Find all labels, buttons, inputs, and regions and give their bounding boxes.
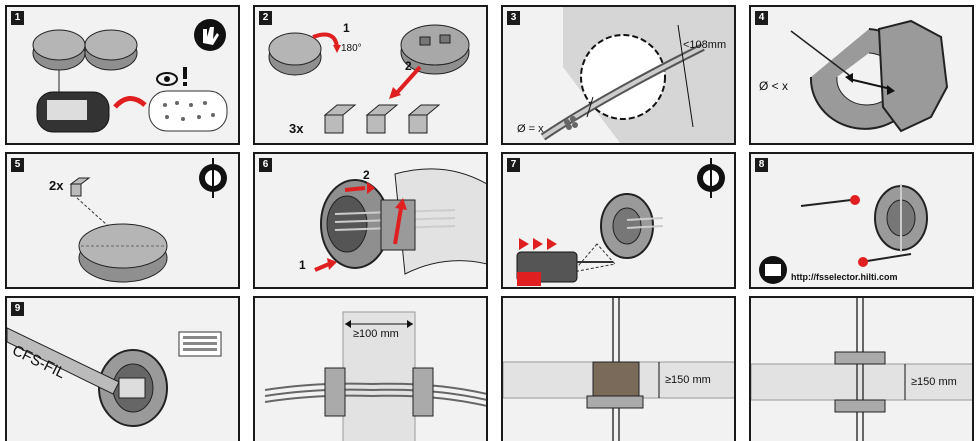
step-number: 2 [259,11,272,25]
diameter-label: Ø = x [517,123,544,135]
step-3-illustration [540,7,734,143]
floor-dimension-label: ≥150 mm [665,374,711,386]
step-5-panel: 5 2x [5,152,240,289]
step-5-illustration [69,158,227,283]
floor-dimension-label: ≥150 mm [911,376,957,388]
url-label: http://fsselector.hilti.com [791,272,898,282]
remove-step-label: 2 [405,59,412,73]
rotate-step-label: 1 [343,21,350,35]
wall-dimension-label: ≥100 mm [353,328,399,340]
step-9-panel: 9 CFS-FIL [5,296,240,441]
step-number: 4 [755,11,768,25]
step-number: 9 [11,302,24,316]
rotate-angle-label: 180° [341,43,362,54]
step-number: 1 [11,11,24,25]
bracket-quantity-label: 3x [289,121,304,136]
step-4-illustration [790,19,949,133]
step-7-illustration [516,158,725,286]
step-number: 7 [507,158,520,172]
wall-installation-illustration [264,311,486,441]
step-2-panel: 2 1 180° 2 3x [253,5,488,145]
step-1-illustration [32,19,228,133]
step-a-label: 1 [299,258,306,272]
step-2-illustration [268,24,470,134]
step-number: 8 [755,158,768,172]
wall-installation-panel: ≥100 mm [253,296,488,441]
step-8-illustration [759,184,928,284]
step-6-panel: 6 1 2 [253,152,488,289]
diameter-rule-label: Ø < x [759,79,789,93]
step-number: 6 [259,158,272,172]
step-b-label: 2 [363,168,370,182]
step-9-illustration [7,327,222,427]
step-7-panel: 7 [501,152,736,289]
floor-installation-panel: ≥150 mm [501,296,736,441]
floor-both-sides-illustration [751,298,972,441]
step-number: 5 [11,158,24,172]
step-number: 3 [507,11,520,25]
step-1-panel: 1 [5,5,240,145]
floor-installation-illustration [503,298,734,441]
max-dimension-label: <108mm [683,39,727,51]
step-8-panel: 8 http://fsselector.hilti.com [749,152,974,289]
step-4-panel: 4 Ø < x [749,5,974,145]
step-3-panel: 3 <108mm Ø = x [501,5,736,145]
bracket-quantity-label: 2x [49,178,64,193]
floor-both-sides-panel: ≥150 mm [749,296,974,441]
step-6-illustration [314,168,486,275]
